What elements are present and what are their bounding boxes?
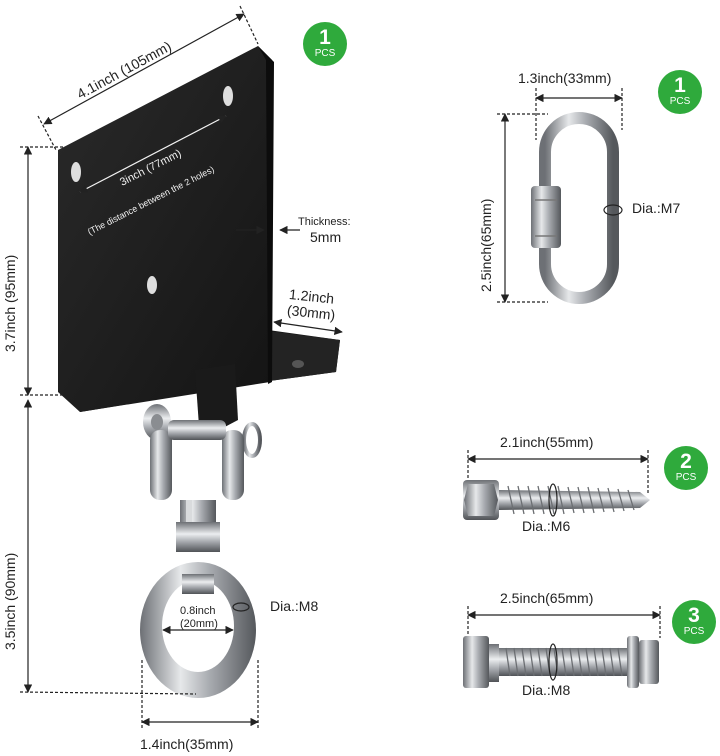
lag-screw-quantity-unit: PCS xyxy=(675,472,697,483)
thickness-value: 5mm xyxy=(310,229,342,245)
quick-link-width-label: 1.3inch(33mm) xyxy=(518,70,612,86)
ring-inner-label-line2: (20mm) xyxy=(180,618,218,630)
bolt-quantity-badge: 3 PCS xyxy=(672,600,716,644)
quick-link-quantity-number: 1 xyxy=(674,74,686,97)
dimension-lines xyxy=(19,5,661,730)
lag-screw-diameter-label: Dia.:M6 xyxy=(522,518,571,534)
plate-quantity-badge: 1 PCS xyxy=(303,22,347,66)
hex-bolt xyxy=(463,636,659,688)
quick-link-diameter-label: Dia.:M7 xyxy=(632,200,681,216)
flange-hole xyxy=(292,360,304,368)
lag-screw xyxy=(463,480,650,520)
bolt-diameter-label: Dia.:M8 xyxy=(522,682,571,698)
plate-hole-top-right xyxy=(223,86,233,106)
plate-hole-top-left xyxy=(71,162,81,182)
lag-screw-length-label: 2.1inch(55mm) xyxy=(500,434,594,450)
plate-hole-center xyxy=(147,276,157,294)
thickness-label: Thickness: xyxy=(298,216,351,228)
quick-link-quantity-unit: PCS xyxy=(669,96,691,107)
swivel-width-label: 1.4inch(35mm) xyxy=(140,736,234,752)
swivel-height-label: 3.5inch (90mm) xyxy=(2,552,18,650)
lag-screw-quantity-badge: 2 PCS xyxy=(664,446,708,490)
quick-link-quantity-badge: 1 PCS xyxy=(658,70,702,114)
plate-quantity-number: 1 xyxy=(319,26,331,49)
plate-quantity-unit: PCS xyxy=(314,48,336,59)
bolt-length-label: 2.5inch(65mm) xyxy=(500,590,594,606)
ring-inner-label-line1: 0.8inch xyxy=(180,605,216,617)
lag-screw-quantity-number: 2 xyxy=(680,450,692,473)
quick-link xyxy=(531,112,619,304)
quick-link-height-label: 2.5inch(65mm) xyxy=(478,198,494,292)
swivel-diameter-label: Dia.:M8 xyxy=(270,598,319,614)
swivel-hook xyxy=(140,364,262,698)
bolt-quantity-number: 3 xyxy=(688,604,700,627)
bolt-quantity-unit: PCS xyxy=(683,626,705,637)
plate-height-label: 3.7inch (95mm) xyxy=(2,254,18,352)
